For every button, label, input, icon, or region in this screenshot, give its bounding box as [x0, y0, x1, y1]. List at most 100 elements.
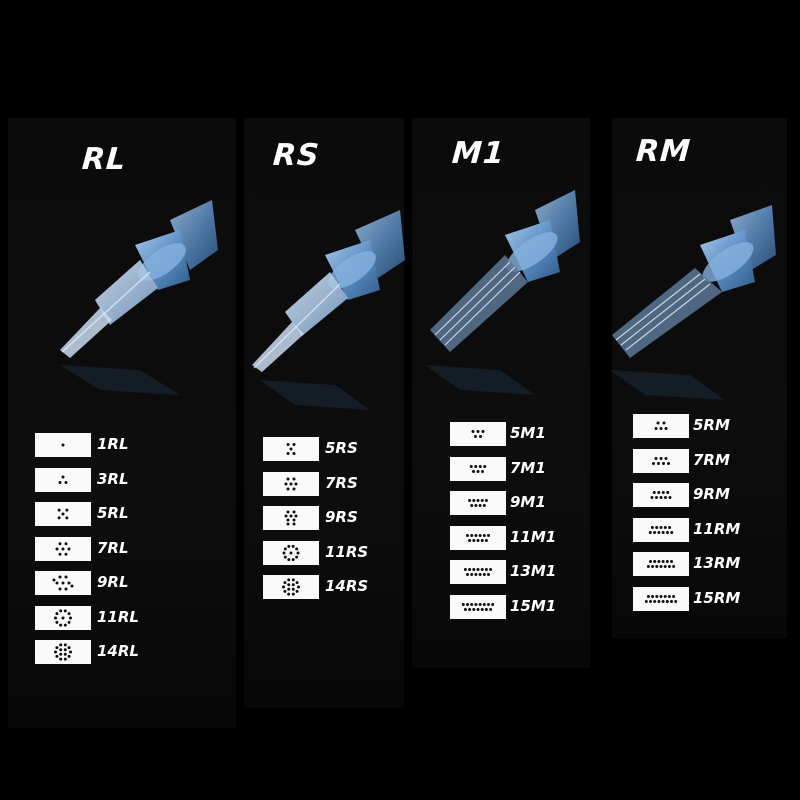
needle-dot-pattern [471, 430, 485, 438]
needle-dot [482, 504, 486, 507]
needle-dot [67, 620, 71, 624]
needle-dot [295, 555, 299, 559]
needle-dot [291, 587, 295, 591]
needle-dot [463, 568, 467, 571]
needle-dot [295, 581, 299, 585]
needle-dot [55, 581, 59, 585]
needle-dot [651, 565, 655, 568]
needle-config-label: 9M1 [510, 493, 546, 511]
needle-dot [667, 594, 671, 598]
needle-dot-pattern [54, 608, 72, 627]
dot-pattern-chip [35, 433, 91, 457]
needle-dot [667, 461, 670, 465]
needle-dot [487, 533, 490, 537]
needle-dot [292, 477, 296, 480]
needle-dot-pattern [463, 568, 493, 576]
needle-dot [292, 522, 296, 526]
needle-dot [55, 611, 59, 615]
needle-dot [61, 581, 65, 585]
needle-dot [283, 581, 287, 585]
needle-dot [54, 616, 57, 619]
dot-pattern-chip [633, 414, 689, 438]
needle-dot [650, 496, 654, 499]
needle-config-label: 5RL [97, 504, 129, 522]
needle-dot [665, 599, 669, 603]
needle-dot-pattern [466, 533, 490, 542]
needle-dot [479, 435, 482, 438]
needle-config-row: 7RM [633, 448, 763, 473]
needle-dot-pattern [57, 508, 69, 520]
needle-dot [297, 585, 300, 589]
needle-dot [663, 525, 667, 529]
needle-config-label: 14RS [325, 577, 369, 595]
needle-dot [665, 530, 669, 534]
needle-config-row: 11RS [263, 540, 395, 565]
needle-cartridge-rs-image [252, 210, 405, 410]
needle-dot [69, 650, 72, 654]
needle-dot-pattern [284, 510, 298, 526]
needle-dot [291, 578, 295, 582]
needle-dot [474, 504, 478, 507]
dot-pattern-chip [450, 422, 506, 446]
needle-config-row: 7RS [263, 471, 395, 496]
needle-dot [655, 496, 658, 499]
needle-dot [54, 650, 57, 654]
needle-dot [284, 482, 288, 485]
needle-dot [664, 456, 668, 460]
needle-dot [646, 565, 650, 568]
needle-config-row: 1RL [35, 433, 167, 457]
needle-dot [491, 602, 495, 606]
needle-dot [466, 533, 469, 537]
needle-dot [292, 510, 296, 514]
needle-dot [661, 560, 665, 563]
needle-dot-pattern [644, 594, 678, 603]
needle-dot [657, 560, 661, 563]
needle-config-label: 15RM [693, 588, 741, 607]
needle-dot [63, 623, 67, 627]
needle-dot [58, 587, 62, 591]
needle-dot [286, 452, 290, 455]
needle-dot [482, 573, 486, 576]
needle-dot [659, 565, 663, 568]
needle-dot-pattern [650, 491, 672, 499]
needle-dot [287, 583, 291, 587]
needle-config-row: 11RL [35, 605, 167, 630]
needle-dot [284, 514, 288, 518]
needle-dot [487, 573, 490, 576]
panel-rs [244, 118, 404, 708]
needle-config-label: 5RM [693, 416, 730, 434]
dot-pattern-chip [263, 471, 319, 496]
needle-dot [662, 461, 665, 465]
needle-dot [476, 538, 480, 542]
needle-dot [282, 551, 286, 554]
needle-dot [471, 430, 475, 433]
needle-config-label: 9RS [325, 508, 358, 526]
needle-dot-pattern [648, 525, 674, 534]
needle-dot [668, 525, 672, 529]
needle-dot [55, 646, 59, 650]
needle-dot [63, 652, 67, 656]
needle-dot [659, 525, 663, 529]
needle-dot [652, 491, 656, 494]
needle-dot [70, 584, 74, 588]
needle-dot [674, 599, 678, 603]
needle-dot [483, 464, 487, 468]
needle-dot [294, 482, 298, 485]
needle-dot [478, 464, 482, 468]
needle-dot [67, 611, 71, 615]
needle-dot-pattern [468, 499, 488, 507]
needle-dot [59, 623, 63, 627]
needle-dot [470, 504, 474, 507]
needle-dot [55, 654, 59, 658]
needle-config-label: 13RM [693, 554, 741, 572]
needle-dot [664, 496, 667, 499]
needle-dot [651, 594, 655, 598]
needle-config-row: 11RM [633, 517, 763, 542]
needle-config-row: 7RL [35, 536, 167, 561]
needle-config-label: 11M1 [510, 527, 557, 546]
needle-dot [474, 435, 477, 438]
dot-pattern-chip [263, 540, 319, 565]
needle-dot [480, 538, 484, 542]
needle-dot [653, 560, 657, 563]
needle-dot [484, 607, 488, 611]
